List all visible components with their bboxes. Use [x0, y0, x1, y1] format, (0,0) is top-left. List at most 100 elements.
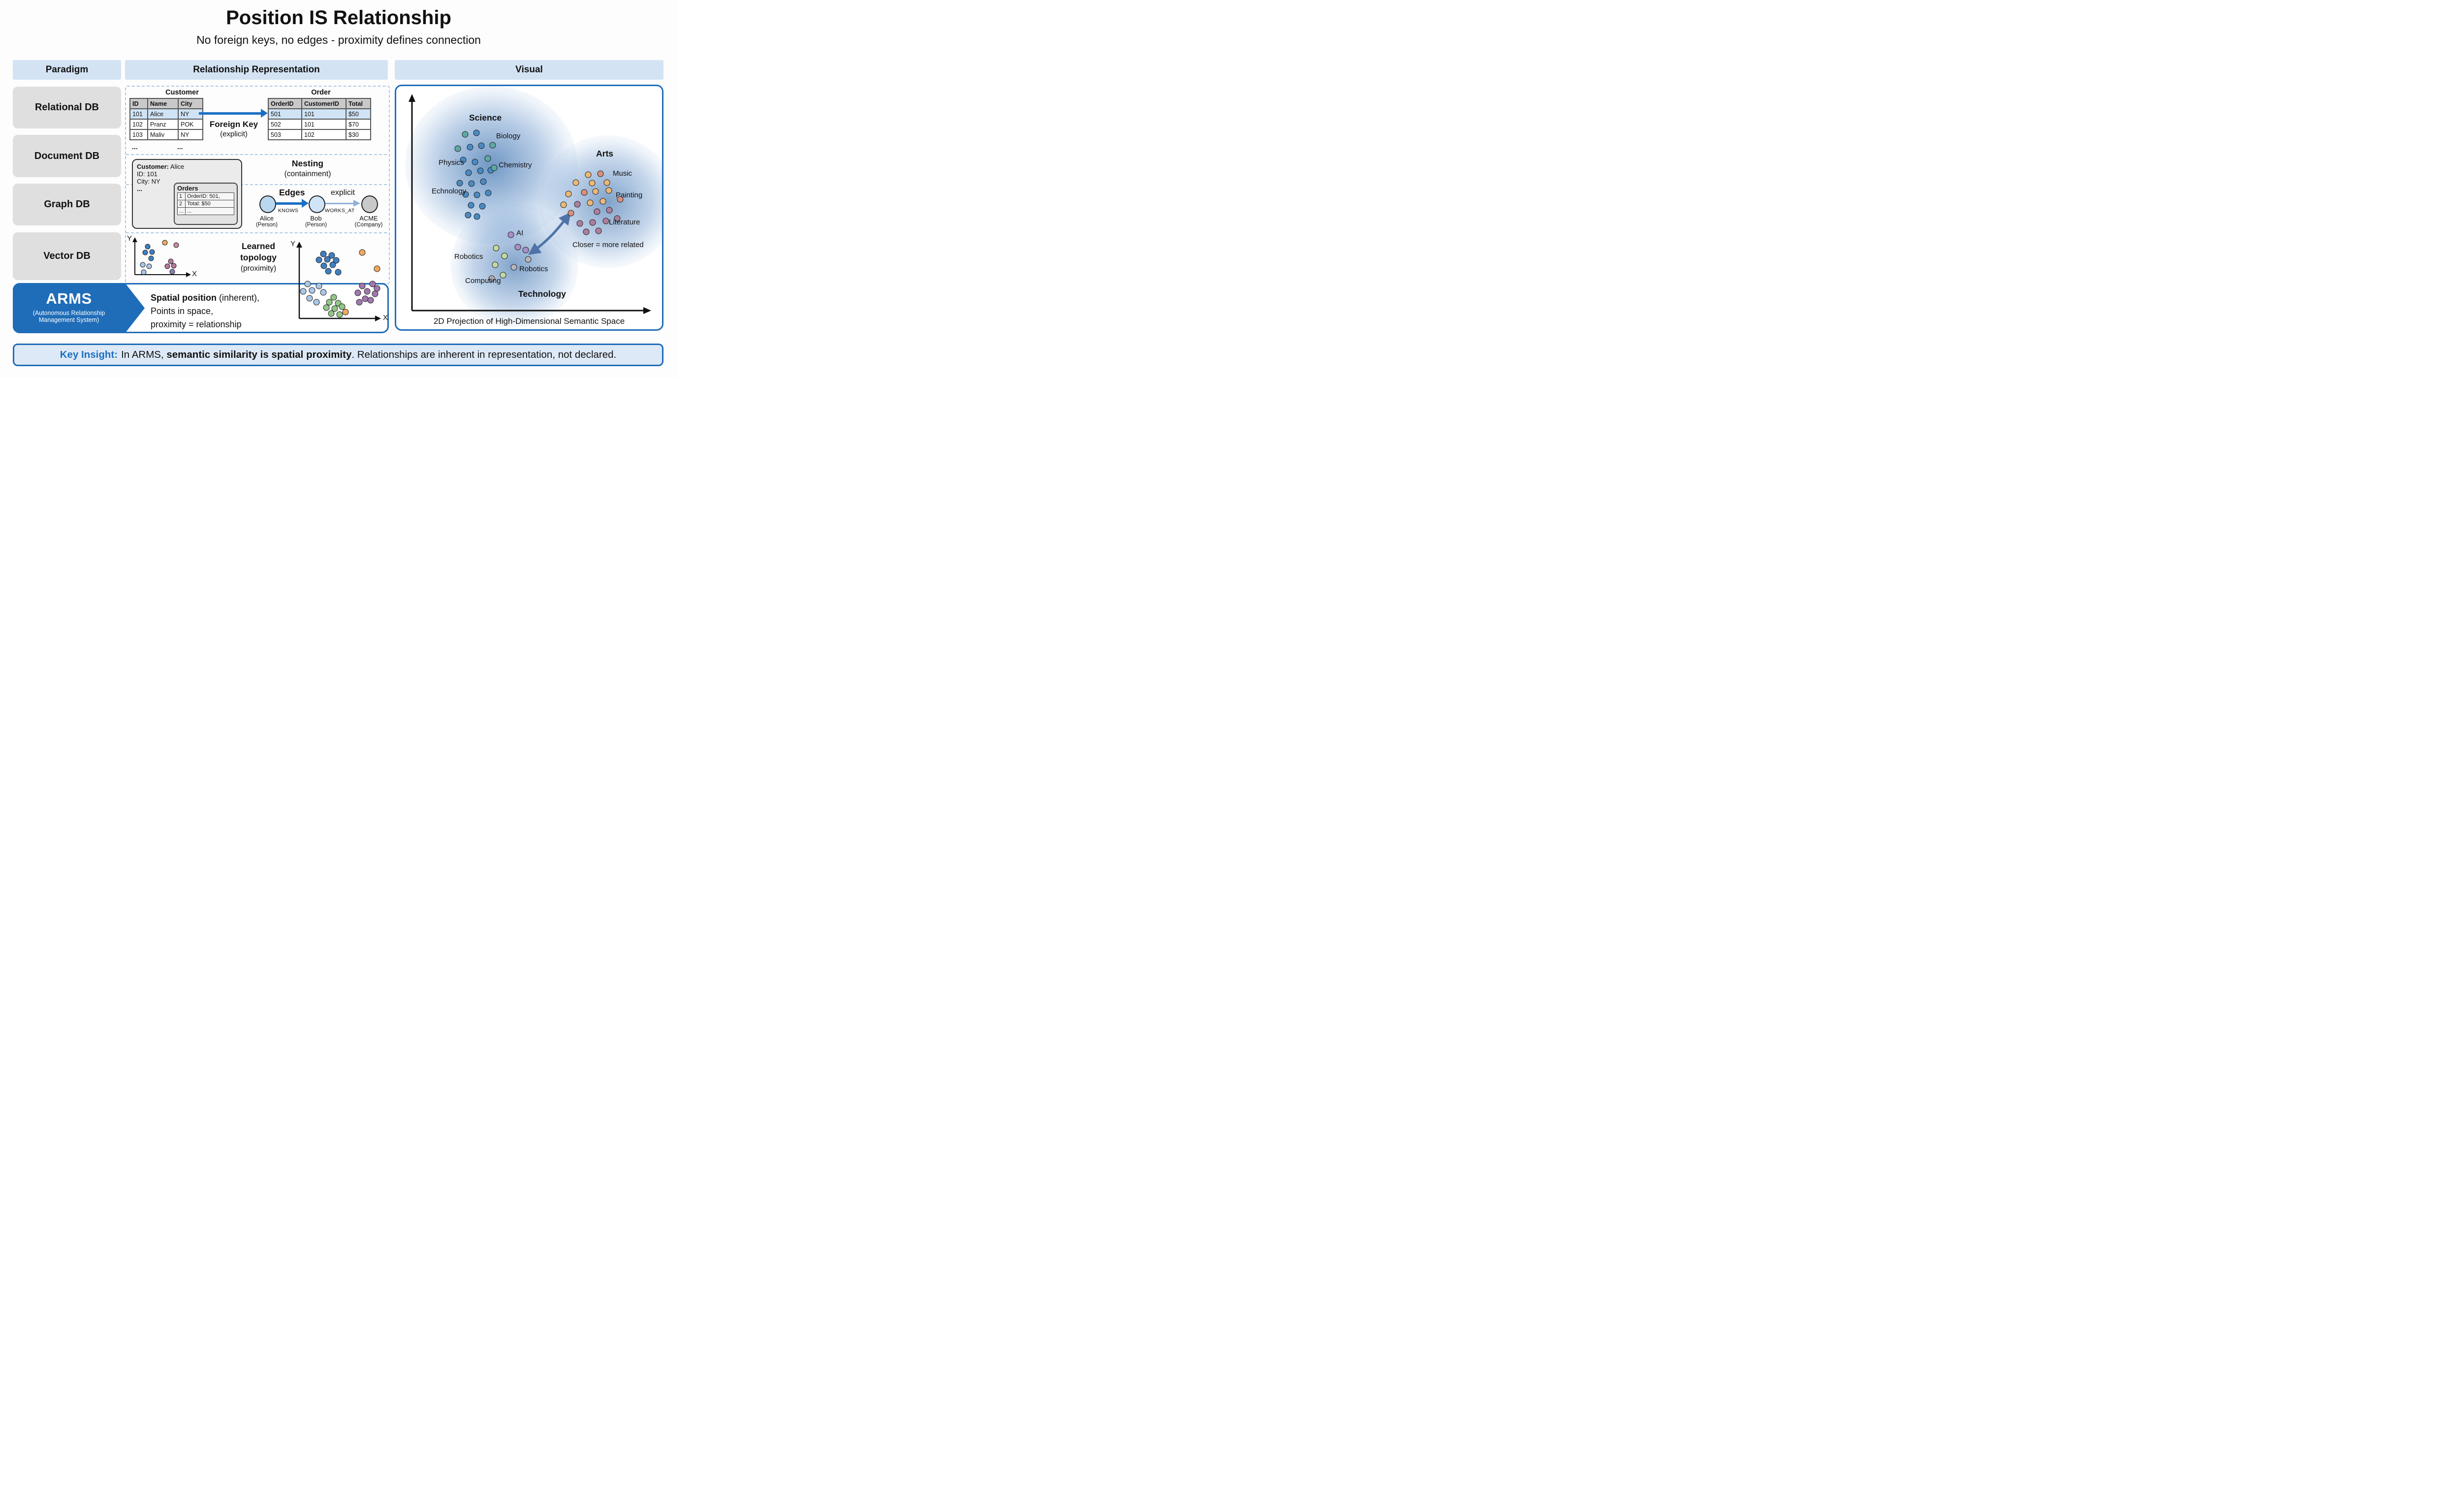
closer-label: Closer = more related [572, 241, 644, 249]
scatter-dot [606, 207, 613, 214]
scatter-dot [599, 198, 606, 205]
scatter-dot [480, 178, 487, 185]
scatter-dot [500, 272, 506, 279]
edges-heading: Edges [279, 188, 305, 197]
nesting-sub: (containment) [284, 170, 331, 178]
visual-dots-layer [396, 86, 662, 329]
row-separator [126, 184, 387, 185]
foreign-key-sub: (explicit) [220, 130, 248, 138]
scatter-dot [454, 145, 461, 152]
visual-axes [409, 94, 651, 314]
scatter-dot [141, 269, 147, 275]
scatter-dot [478, 142, 485, 149]
doc-ellipsis: ... [137, 185, 142, 192]
visual-dots-layer [396, 86, 662, 329]
music-label: Music [613, 169, 632, 178]
scatter-dot [589, 180, 596, 187]
scatter-dot [576, 220, 583, 227]
foreign-key-label: Foreign Key [209, 120, 258, 129]
scatter-dot [169, 269, 175, 275]
node-label-acme: ACME [359, 215, 378, 222]
scatter-dot [359, 249, 366, 256]
scatter-dot [473, 129, 480, 136]
scatter-dot [603, 179, 610, 186]
learned-heading-3: (proximity) [240, 264, 277, 273]
scatter-dot [489, 142, 496, 149]
paradigm-vector-db: Vector DB [13, 232, 121, 280]
scatter-dot [594, 208, 600, 215]
key-insight-text-1: In ARMS, [121, 349, 167, 360]
page-title: Position IS Relationship [226, 7, 451, 29]
page-subtitle: No foreign keys, no edges - proximity de… [196, 33, 481, 46]
node-label-alice: Alice [259, 215, 274, 222]
scatter-dot [597, 170, 604, 177]
paradigm-graph-db: Graph DB [13, 184, 121, 225]
arms-line1-bold: Spatial position [151, 293, 217, 303]
scatter-dot [335, 269, 342, 276]
scatter-dot [493, 245, 500, 252]
scatter-dot [171, 263, 177, 269]
robotics-right-label: Robotics [519, 265, 548, 273]
scatter-dot [367, 297, 374, 304]
arms-title: ARMS [46, 290, 92, 307]
scatter-dot [313, 299, 320, 306]
orders-title: Orders [177, 185, 198, 192]
scatter-dot [560, 201, 567, 208]
scatter-dot [356, 299, 363, 306]
row-separator [126, 232, 387, 233]
chemistry-label: Chemistry [499, 161, 532, 169]
scatter-dot [605, 187, 612, 194]
scatter-dot [589, 219, 596, 226]
scatter-dot [324, 256, 331, 263]
scatter-dot [316, 256, 322, 263]
scatter-dot [581, 189, 588, 196]
scatter-dot [468, 202, 474, 209]
scatter-dot [488, 275, 495, 282]
scatter-dot [492, 261, 499, 268]
biology-label: Biology [496, 132, 521, 140]
scatter-dot [510, 264, 517, 271]
closer-arrow [528, 212, 571, 255]
knows-edge-label: KNOWS [278, 208, 299, 214]
arms-axes [296, 242, 381, 321]
scatter-dot [342, 309, 349, 315]
arts-label: Arts [596, 149, 614, 158]
scatter-dot [140, 262, 146, 268]
scatter-dot [149, 249, 155, 255]
learned-heading-1: Learned [241, 241, 276, 251]
scatter-dot [456, 180, 463, 187]
key-insight-text-3: . Relationships are inherent in represen… [351, 349, 617, 360]
scatter-dot [336, 311, 343, 318]
scatter-dot [472, 158, 478, 165]
order-table-title: Order [311, 89, 331, 96]
scatter-dot [146, 263, 152, 269]
scatter-dot [369, 281, 376, 287]
scatter-dot [374, 265, 380, 272]
scatter-dot [304, 281, 311, 287]
knows-edge-arrow [276, 199, 309, 208]
key-insight-label: Key Insight: [60, 349, 118, 360]
document-card: Customer: Alice ID: 101 City: NY ... Ord… [132, 159, 242, 229]
scatter-dot [145, 244, 151, 250]
scatter-dot [614, 215, 621, 222]
visual-dots-layer [396, 86, 662, 329]
node-type-alice: (Person) [255, 222, 278, 228]
row-separator [126, 154, 387, 155]
arms-y-label: Y [290, 240, 296, 248]
scatter-dot [501, 252, 508, 259]
works-at-edge-arrow [325, 200, 360, 207]
arms-line2: Points in space, [151, 306, 214, 316]
scatter-dot [460, 157, 467, 163]
doc-field-id: ID: 101 [137, 170, 158, 178]
computing-label: Computing [465, 277, 501, 285]
key-insight-bar: Key Insight: In ARMS, semantic similarit… [13, 344, 663, 366]
scatter-dot [617, 196, 624, 203]
scatter-dot [479, 203, 486, 210]
